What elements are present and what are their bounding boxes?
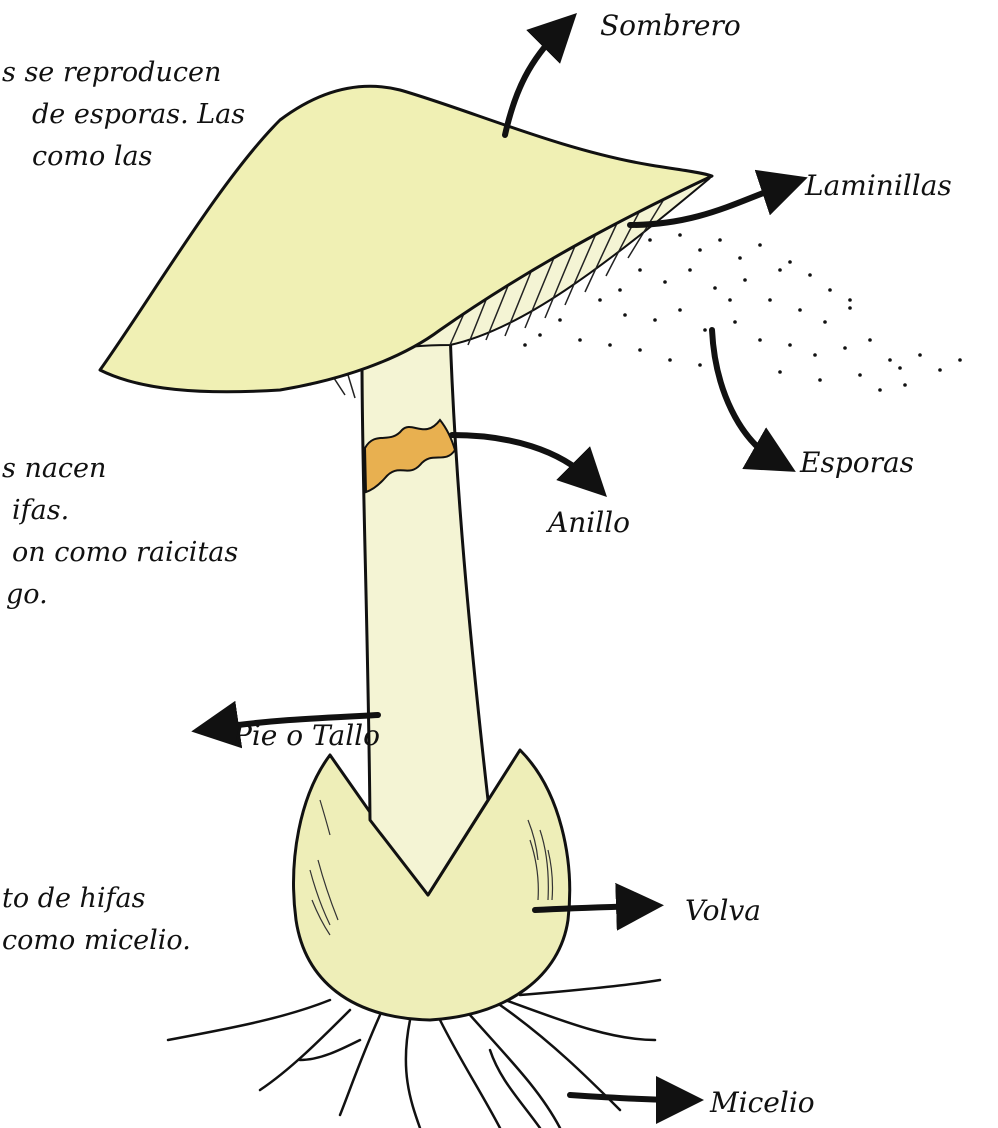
arrow-volva	[535, 906, 640, 910]
arrow-ring	[452, 435, 590, 480]
arrow-cap	[505, 30, 560, 135]
label-volva: Volva	[685, 894, 761, 927]
label-laminillas: Laminillas	[804, 169, 952, 202]
arrow-mycelium	[570, 1095, 680, 1100]
stem	[362, 330, 488, 895]
label-esporas: Esporas	[799, 446, 914, 479]
arrow-spores	[712, 330, 775, 460]
label-micelio: Micelio	[709, 1086, 815, 1119]
label-sombrero: Sombrero	[600, 9, 741, 42]
label-anillo: Anillo	[545, 506, 630, 539]
label-pie-o-tallo: Pie o Tallo	[232, 719, 380, 752]
